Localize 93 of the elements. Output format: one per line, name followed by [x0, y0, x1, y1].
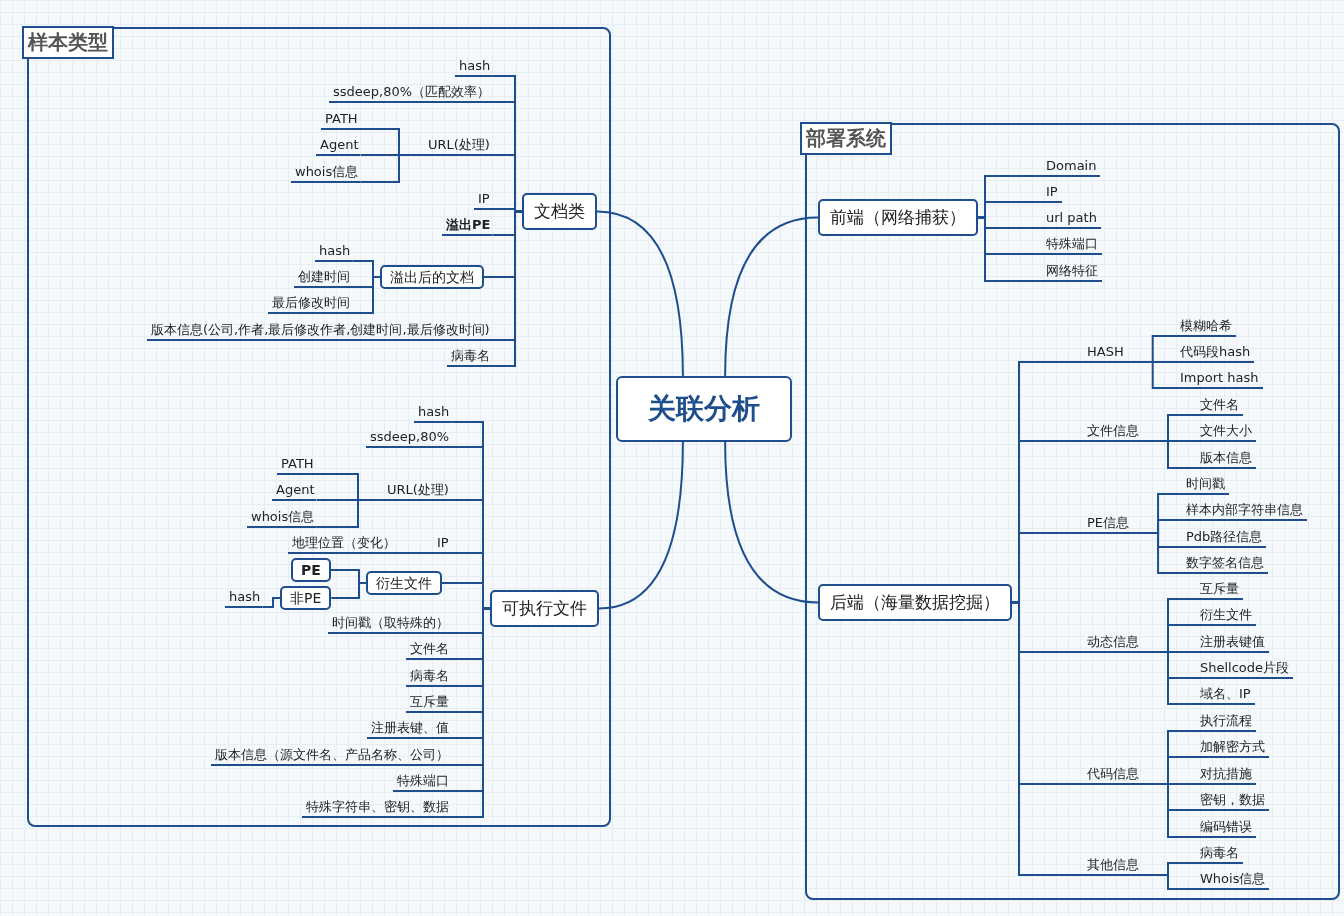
connector-line — [1011, 601, 1078, 876]
topic-label: 病毒名 — [406, 666, 451, 687]
connector-line — [491, 210, 523, 367]
connector-line — [315, 499, 366, 528]
connector-line — [596, 210, 684, 377]
topic-label: HASH — [1077, 342, 1146, 363]
topic-label: 密钥，数据 — [1190, 790, 1269, 811]
topic-box: 非PE — [280, 586, 332, 610]
topic-label: Pdb路径信息 — [1176, 527, 1267, 548]
topic-box: 可执行文件 — [490, 590, 599, 627]
topic-label: 注册表键值 — [1190, 632, 1269, 653]
topic-label: 网络特征 — [1036, 261, 1102, 282]
connector-line — [351, 276, 381, 314]
topic-box: 前端（网络捕获） — [818, 199, 978, 236]
topic-label: 动态信息 — [1077, 632, 1161, 653]
topic-label: 文件名 — [1190, 395, 1243, 416]
topic-label: Agent — [272, 480, 317, 501]
connector-line — [1160, 783, 1191, 838]
topic-label: 衍生文件 — [1190, 605, 1256, 626]
topic-label: 特殊字符串、密钥、数据 — [302, 797, 451, 818]
connector-line — [1150, 532, 1177, 574]
connector-line — [724, 441, 819, 604]
topic-label: 病毒名 — [1190, 843, 1243, 864]
connector-line — [1160, 440, 1191, 469]
topic-label: 注册表键、值 — [367, 718, 451, 739]
topic-label: hash — [455, 56, 493, 77]
group-title: 样本类型 — [22, 26, 114, 59]
central-topic-box: 关联分析 — [616, 376, 792, 442]
connector-line — [977, 216, 1037, 282]
group-title: 部署系统 — [800, 122, 892, 155]
topic-box: 后端（海量数据挖掘） — [818, 584, 1012, 621]
connector-line — [1144, 361, 1171, 389]
topic-label: PATH — [321, 109, 360, 130]
topic-label: 互斥量 — [406, 692, 451, 713]
topic-label: 文件名 — [406, 639, 451, 660]
topic-box: PE — [291, 558, 331, 582]
topic-label: hash — [225, 587, 263, 608]
topic-label: 版本信息(公司,作者,最后修改作者,创建时间,最后修改时间) — [147, 320, 492, 341]
topic-label: 溢出PE — [442, 215, 493, 236]
connector-line — [359, 154, 407, 183]
topic-label: 时间戳 — [1176, 474, 1229, 495]
topic-label: 加解密方式 — [1190, 737, 1269, 758]
connector-line — [1160, 651, 1191, 705]
connector-line — [397, 552, 416, 554]
topic-label: 病毒名 — [447, 346, 492, 367]
topic-label: 地理位置（变化） — [288, 533, 398, 554]
topic-label: 特殊端口 — [393, 771, 451, 792]
topic-label: whois信息 — [291, 162, 361, 183]
topic-label: Domain — [1036, 156, 1101, 177]
connector-line — [261, 597, 281, 608]
topic-label: ssdeep,80%（匹配效率） — [329, 82, 493, 103]
topic-box: 溢出后的文档 — [380, 265, 484, 289]
topic-label: Shellcode片段 — [1190, 658, 1294, 679]
topic-label: IP — [474, 189, 492, 210]
topic-label: 模糊哈希 — [1170, 316, 1236, 337]
topic-label: 对抗措施 — [1190, 764, 1256, 785]
topic-box: 文档类 — [522, 193, 597, 230]
topic-label: PATH — [277, 454, 316, 475]
topic-label: 最后修改时间 — [268, 293, 352, 314]
topic-label: 数字签名信息 — [1176, 553, 1268, 574]
topic-label: 版本信息（源文件名、产品名称、公司） — [211, 745, 451, 766]
topic-label: 其他信息 — [1077, 855, 1161, 876]
topic-label: URL(处理) — [406, 135, 492, 156]
connector-line — [598, 441, 684, 610]
connector-line — [330, 582, 367, 599]
topic-label: Agent — [316, 135, 361, 156]
topic-label: Whois信息 — [1190, 869, 1270, 890]
topic-label: 时间戳（取特殊的） — [328, 613, 451, 634]
topic-label: IP — [415, 533, 451, 554]
topic-label: 创建时间 — [294, 267, 352, 288]
topic-label: 版本信息 — [1190, 448, 1256, 469]
topic-label: PE信息 — [1077, 513, 1152, 534]
topic-label: IP — [1036, 182, 1062, 203]
topic-label: 域名、IP — [1190, 684, 1255, 705]
topic-label: 编码错误 — [1190, 817, 1256, 838]
topic-label: 执行流程 — [1190, 711, 1256, 732]
topic-label: 特殊端口 — [1036, 234, 1102, 255]
topic-label: ssdeep,80% — [366, 427, 452, 448]
topic-label: Import hash — [1170, 368, 1263, 389]
topic-label: 文件信息 — [1077, 421, 1161, 442]
topic-label: url path — [1036, 208, 1101, 229]
topic-label: 文件大小 — [1190, 421, 1256, 442]
topic-label: whois信息 — [247, 507, 317, 528]
connector-line — [1160, 874, 1191, 890]
topic-label: 代码信息 — [1077, 764, 1161, 785]
topic-label: 互斥量 — [1190, 579, 1243, 600]
connector-line — [724, 216, 819, 377]
topic-label: 样本内部字符串信息 — [1176, 500, 1307, 521]
topic-box: 衍生文件 — [366, 571, 442, 595]
topic-label: hash — [315, 241, 353, 262]
topic-label: hash — [414, 402, 452, 423]
topic-label: URL(处理) — [365, 480, 451, 501]
topic-label: 代码段hash — [1170, 342, 1255, 363]
